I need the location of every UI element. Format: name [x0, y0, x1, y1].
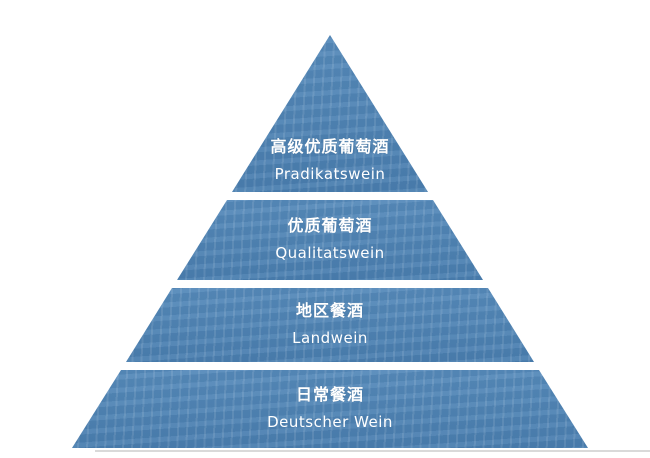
tier-label-latin: Pradikatswein	[274, 165, 386, 183]
pyramid-tier-landwein: 地区餐酒 Landwein	[126, 288, 534, 362]
tier-label-latin: Deutscher Wein	[267, 413, 393, 432]
pyramid-tier-deutscher-wein: 日常餐酒 Deutscher Wein	[72, 370, 588, 448]
tier-label-zh: 优质葡萄酒	[287, 216, 373, 236]
tier-label-latin: Landwein	[292, 329, 368, 348]
tier-labels: 日常餐酒 Deutscher Wein	[72, 384, 588, 432]
pyramid-tier-pradikatswein: 高级优质葡萄酒 Pradikatswein	[232, 35, 428, 192]
tier-label-zh: 高级优质葡萄酒	[270, 137, 390, 156]
tier-labels: 优质葡萄酒 Qualitatswein	[177, 215, 483, 263]
tier-labels: 地区餐酒 Landwein	[126, 300, 534, 348]
tier-label-latin: Qualitatswein	[275, 244, 385, 263]
tier-labels: 高级优质葡萄酒 Pradikatswein	[232, 136, 428, 184]
tier-label-zh: 日常餐酒	[295, 385, 364, 405]
tier-label-zh: 地区餐酒	[295, 301, 364, 321]
bottom-divider	[95, 450, 650, 452]
pyramid-tier-qualitatswein: 优质葡萄酒 Qualitatswein	[177, 200, 483, 280]
